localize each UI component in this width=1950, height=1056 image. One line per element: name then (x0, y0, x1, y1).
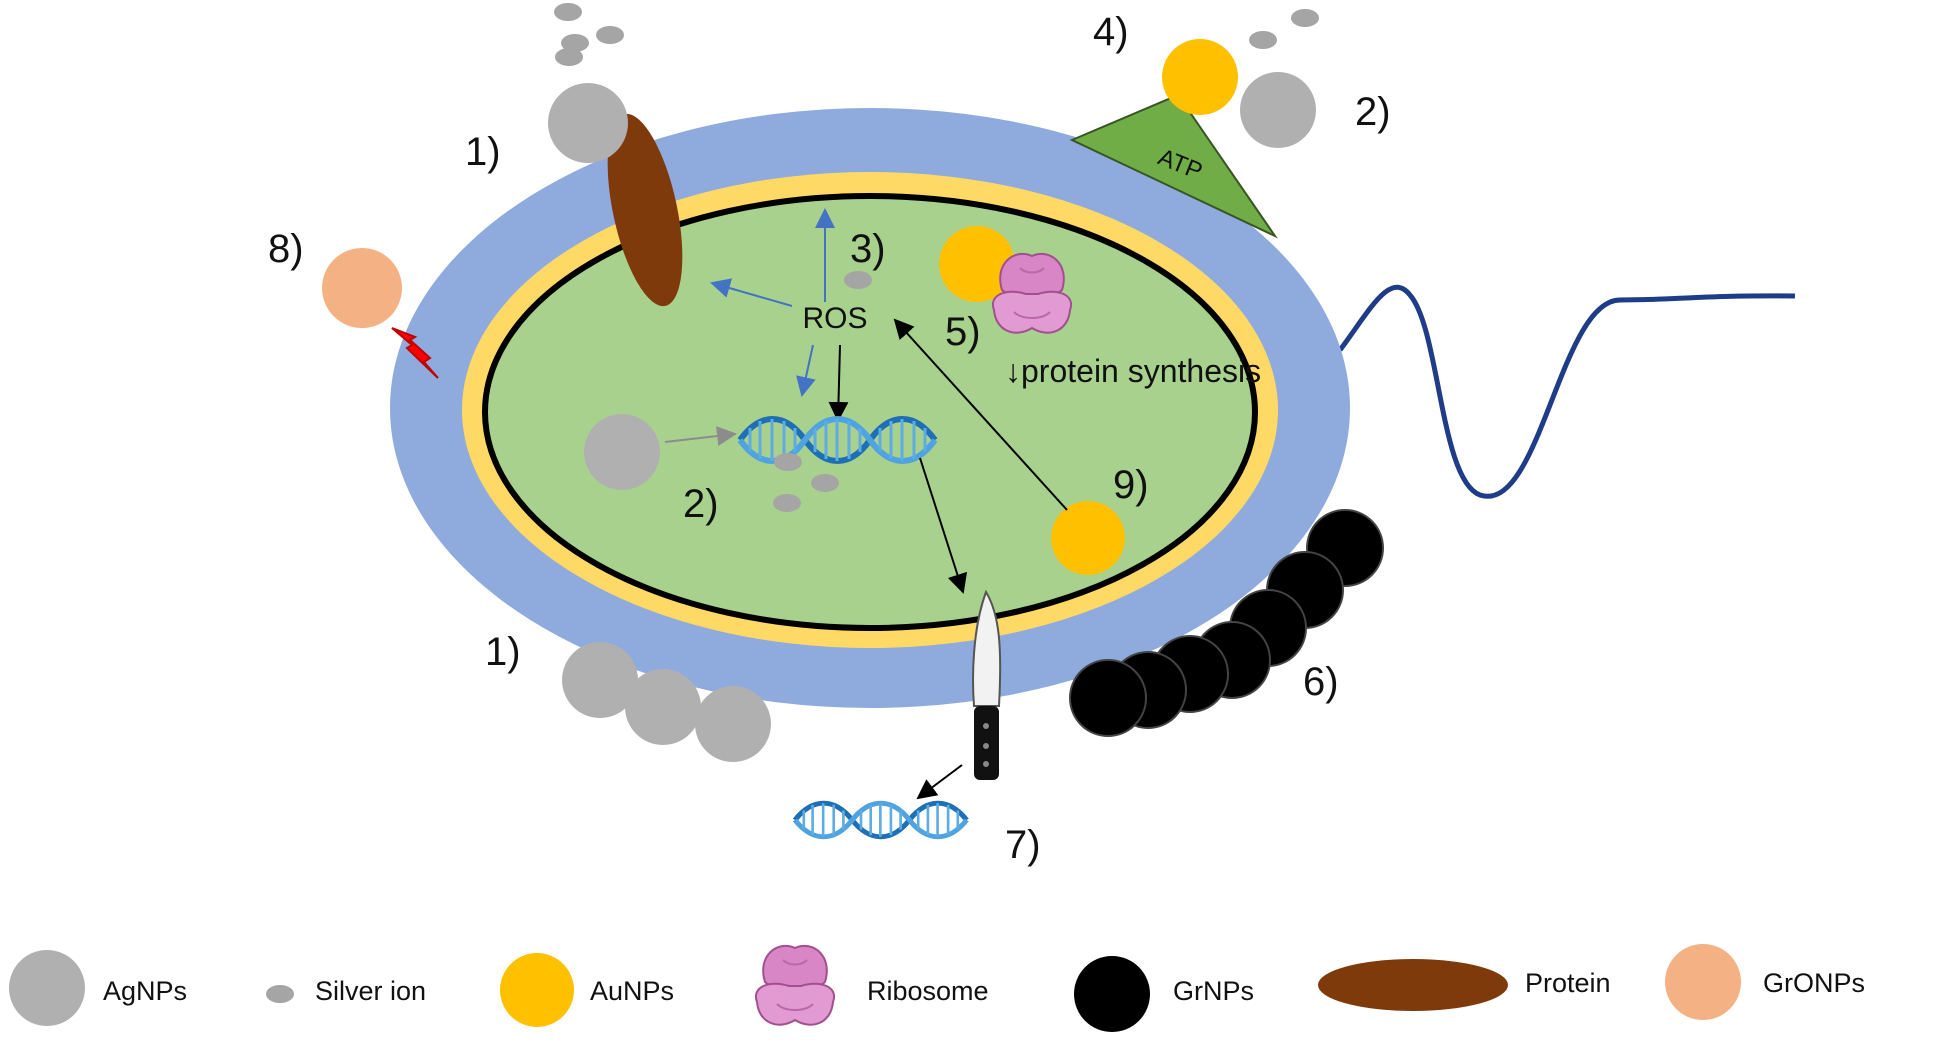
legend-item-ribosome: Ribosome (754, 944, 989, 1026)
marker-2-right: 2) (1355, 90, 1391, 134)
silver-ion (774, 453, 802, 471)
ribosome-icon (991, 252, 1073, 334)
legend-item-agnps: AgNPs (9, 950, 187, 1026)
silver-ion (773, 494, 801, 512)
legend-item-aunps: AuNPs (500, 953, 674, 1027)
marker-1-top: 1) (465, 130, 501, 174)
dna-helix-icon (795, 803, 967, 837)
silver-ion (1249, 31, 1277, 49)
legend-item-silver-ion: Silver ion (266, 976, 426, 1006)
lightning-icon (391, 327, 439, 379)
marker-5: 5) (945, 310, 981, 354)
legend-label: Silver ion (315, 976, 426, 1006)
knife-icon (972, 589, 1002, 780)
silver-ion-legend-icon (266, 985, 294, 1003)
aunp (1051, 501, 1125, 575)
agnp (625, 669, 701, 745)
membrane-protein (607, 113, 683, 307)
marker-4: 4) (1093, 10, 1129, 54)
aunp (939, 226, 1015, 302)
grnp-legend-icon (1074, 956, 1150, 1032)
gronp (322, 248, 402, 328)
agnp-legend-icon (9, 950, 85, 1026)
silver-ion (811, 474, 839, 492)
aunp (1162, 39, 1238, 115)
grnp (1069, 659, 1147, 737)
knife-to-dna-arrow (916, 764, 963, 800)
agnp (695, 686, 771, 762)
ros-label: ROS (802, 302, 867, 335)
atp-triangle (1069, 93, 1278, 239)
marker-2-inner: 2) (683, 482, 719, 526)
legend: AgNPs Silver ion AuNPs Ribosome GrNPs Pr… (9, 944, 1865, 1032)
silver-ion (1291, 9, 1319, 27)
legend-label: Protein (1525, 968, 1611, 998)
legend-label: GrNPs (1173, 976, 1254, 1006)
gronp-legend-icon (1665, 944, 1741, 1020)
agnp (562, 642, 638, 718)
legend-label: AgNPs (103, 976, 187, 1006)
marker-7: 7) (1005, 823, 1041, 867)
ros-arrow-dna-blue (796, 344, 816, 397)
aunp-to-ros-arrow (893, 318, 1068, 511)
silver-ion (561, 34, 589, 52)
protein-synthesis-label: ↓protein synthesis (1005, 353, 1261, 389)
legend-label: AuNPs (590, 976, 674, 1006)
grnp-chain (1069, 509, 1384, 737)
legend-label: Ribosome (867, 976, 989, 1006)
silver-ion (844, 271, 872, 289)
legend-label: GrONPs (1763, 968, 1865, 998)
agnp-to-dna-arrow (664, 426, 737, 446)
marker-8: 8) (268, 227, 304, 271)
ribosome-legend-icon (754, 944, 836, 1026)
silver-ion (554, 3, 582, 21)
ros-arrow-dna-black (828, 344, 849, 422)
agnp (548, 83, 628, 163)
silver-ion (596, 26, 624, 44)
marker-6: 6) (1303, 660, 1339, 704)
marker-1-bottom: 1) (485, 630, 521, 674)
silver-ion (555, 48, 583, 66)
legend-item-grnps: GrNPs (1074, 956, 1254, 1032)
agnp (584, 414, 660, 490)
agnp (1240, 72, 1316, 148)
marker-9: 9) (1113, 463, 1149, 507)
legend-item-gronps: GrONPs (1665, 944, 1865, 1020)
protein-legend-icon (1318, 959, 1508, 1011)
aunp-legend-icon (500, 953, 574, 1027)
dna-to-knife-arrow (919, 457, 968, 594)
legend-item-protein: Protein (1318, 959, 1611, 1011)
marker-3: 3) (850, 227, 886, 271)
ros-arrow-left (710, 278, 793, 307)
flagellum (1337, 284, 1796, 499)
